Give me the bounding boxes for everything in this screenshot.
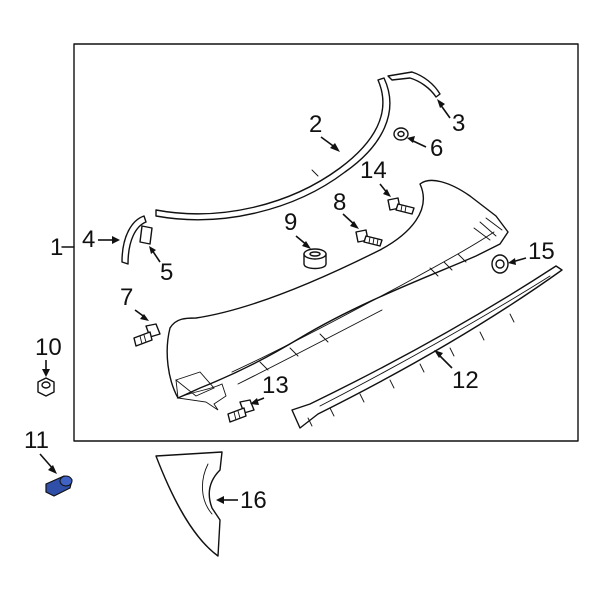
part-10-nut[interactable]	[37, 377, 55, 397]
part-15-grommet[interactable]	[491, 254, 509, 274]
part-1-rear-spoiler-assembly[interactable]	[166, 179, 509, 411]
callout-9[interactable]: 9	[284, 209, 297, 236]
callout-13[interactable]: 13	[262, 372, 289, 399]
callout-8[interactable]: 8	[333, 189, 346, 216]
callout-16[interactable]: 16	[240, 487, 267, 514]
callout-15[interactable]: 15	[528, 238, 555, 265]
callout-7[interactable]: 7	[120, 284, 133, 311]
callout-6[interactable]: 6	[430, 135, 443, 162]
part-11-push-clip[interactable]	[45, 475, 73, 497]
leader-12	[437, 353, 453, 369]
part-14-bolt[interactable]	[387, 197, 415, 215]
part-12-lower-molding[interactable]	[291, 265, 563, 429]
callout-10[interactable]: 10	[35, 334, 62, 361]
callout-3[interactable]: 3	[452, 110, 465, 137]
part-5-clip[interactable]	[139, 225, 153, 245]
callout-4[interactable]: 4	[82, 226, 95, 253]
part-4-side-garnish[interactable]	[121, 215, 147, 265]
callout-11[interactable]: 11	[24, 427, 49, 454]
assembly-frame	[73, 43, 579, 442]
callout-1[interactable]: 1	[50, 234, 63, 261]
part-7-bolt[interactable]	[133, 323, 161, 347]
callout-14[interactable]: 14	[360, 157, 387, 184]
part-2-spoiler-molding[interactable]	[155, 77, 391, 221]
part-3-upper-molding[interactable]	[387, 71, 441, 98]
callout-2[interactable]: 2	[309, 111, 322, 138]
part-13-bolt[interactable]	[227, 399, 255, 423]
callout-12[interactable]: 12	[452, 367, 479, 394]
part-8-bolt[interactable]	[355, 229, 383, 247]
part-16-end-cap[interactable]	[155, 451, 223, 557]
part-6-washer[interactable]	[393, 127, 409, 141]
part-9-grommet[interactable]	[303, 248, 327, 270]
callout-5[interactable]: 5	[160, 259, 173, 286]
